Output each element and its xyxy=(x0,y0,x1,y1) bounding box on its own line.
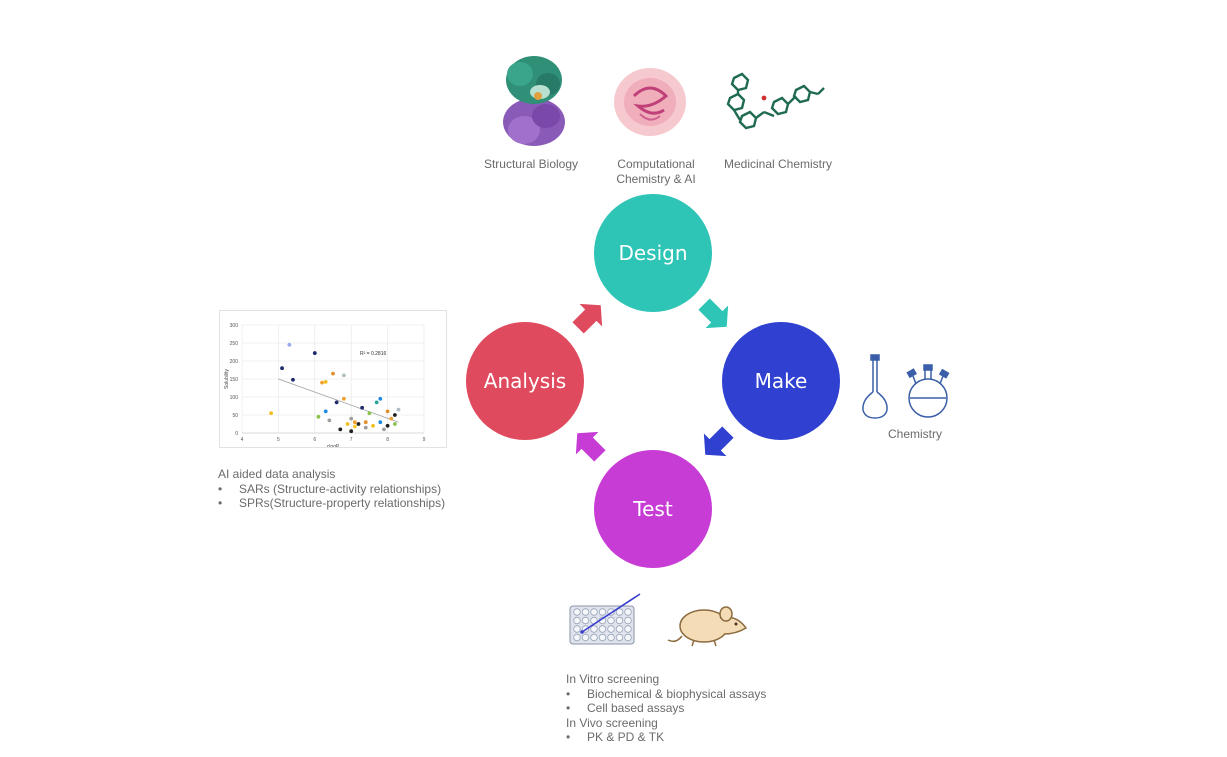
scatter-point xyxy=(385,423,390,428)
scatter-point xyxy=(331,371,335,376)
in-vitro-bullet: Cell based assays xyxy=(566,701,826,716)
in-vitro-heading: In Vitro screening xyxy=(566,672,660,686)
scatter-point xyxy=(312,351,317,355)
x-tick-label: 8 xyxy=(386,437,389,443)
scatter-point xyxy=(392,413,397,417)
medicinal-chemistry-molecule xyxy=(720,72,828,134)
y-tick-label: 250 xyxy=(230,341,239,347)
scatter-point xyxy=(269,411,274,416)
scatter-point xyxy=(334,400,339,405)
y-tick-label: 200 xyxy=(230,359,239,365)
r-squared-annotation: R² = 0.2816 xyxy=(360,351,386,357)
structural-biology-label: Structural Biology xyxy=(483,157,579,171)
y-tick-label: 50 xyxy=(232,413,238,419)
scatter-point xyxy=(378,396,383,401)
scatter-point xyxy=(363,425,368,430)
scatter-point xyxy=(389,416,394,421)
y-tick-label: 150 xyxy=(230,377,239,383)
round-bottom-flask-icon xyxy=(904,364,952,418)
scatter-point xyxy=(349,416,354,421)
scatter-point xyxy=(371,423,375,428)
scatter-point xyxy=(367,411,372,416)
arrow-analysis-to-design xyxy=(572,303,603,334)
medicinal-chemistry-label: Medicinal Chemistry xyxy=(723,157,833,171)
scatter-point xyxy=(363,420,368,425)
scatter-point xyxy=(291,377,295,382)
computational-chemistry-label-line2: Chemistry & AI xyxy=(616,172,696,186)
x-tick-label: 9 xyxy=(423,437,426,443)
well-plate-image xyxy=(568,592,644,648)
scatter-point xyxy=(396,407,401,412)
scatter-point xyxy=(323,379,328,384)
test-notes: In Vitro screening Biochemical & biophys… xyxy=(566,672,826,745)
scatter-point xyxy=(374,400,379,405)
mouse-image xyxy=(664,602,750,648)
in-vivo-heading: In Vivo screening xyxy=(566,715,658,730)
analysis-label: Analysis xyxy=(483,369,567,393)
scatter-point xyxy=(338,427,343,432)
trendline xyxy=(278,378,399,423)
scatter-point xyxy=(352,424,357,429)
analysis-notes-heading: AI aided data analysis xyxy=(218,467,336,481)
scatter-point xyxy=(316,414,321,419)
x-tick-label: 5 xyxy=(277,437,280,443)
scatter-point xyxy=(360,405,365,410)
test-label: Test xyxy=(633,497,673,521)
scatter-point xyxy=(280,366,284,371)
scatter-point xyxy=(385,409,390,414)
computational-chemistry-label-line1: Computational xyxy=(617,157,695,171)
test-node: Test xyxy=(594,450,712,568)
volumetric-flask-icon xyxy=(860,354,890,420)
y-tick-label: 300 xyxy=(230,323,239,329)
x-tick-label: 6 xyxy=(313,437,316,443)
scatter-point xyxy=(349,429,354,434)
arrow-design-to-make xyxy=(698,298,729,329)
make-label: Make xyxy=(754,369,808,393)
scatter-point xyxy=(320,380,324,385)
computational-chemistry-image xyxy=(612,66,688,138)
design-node: Design xyxy=(594,194,712,312)
y-tick-label: 0 xyxy=(235,431,238,437)
y-axis-label: Solubility xyxy=(224,368,230,389)
x-tick-label: 4 xyxy=(241,437,244,443)
scatter-point xyxy=(352,420,357,425)
y-tick-label: 100 xyxy=(230,395,239,401)
analysis-bullet: SPRs(Structure-property relationships) xyxy=(218,496,478,511)
x-tick-label: 7 xyxy=(350,437,353,443)
make-node: Make xyxy=(722,322,840,440)
design-label: Design xyxy=(618,241,688,265)
analysis-node: Analysis xyxy=(466,322,584,440)
scatter-point xyxy=(323,409,328,414)
scatter-point xyxy=(345,422,350,426)
scatter-point xyxy=(378,420,383,425)
scatter-point xyxy=(342,373,346,378)
structural-biology-image xyxy=(498,52,570,148)
scatter-point xyxy=(342,396,346,401)
in-vivo-bullet: PK & PD & TK xyxy=(566,730,826,745)
scatter-point xyxy=(287,342,292,347)
scatter-point xyxy=(327,418,332,423)
arrow-make-to-test xyxy=(703,426,734,457)
scatter-chart-panel: 0 50 100 150 200 250 300 4 5 6 7 8 9 clogP Solubility R… xyxy=(219,310,447,450)
scatter-point xyxy=(356,422,361,426)
analysis-bullet: SARs (Structure-activity relationships) xyxy=(218,482,478,497)
scatter-point xyxy=(392,422,397,426)
x-axis-label: clogP xyxy=(327,444,340,447)
in-vitro-bullet: Biochemical & biophysical assays xyxy=(566,687,826,702)
analysis-notes: AI aided data analysis SARs (Structure-a… xyxy=(218,467,478,511)
chemistry-label: Chemistry xyxy=(887,427,942,441)
scatter-point xyxy=(382,427,386,432)
scatter-chart: 0 50 100 150 200 250 300 4 5 6 7 8 9 clogP Solubility R… xyxy=(224,323,426,450)
arrow-test-to-analysis xyxy=(575,431,606,462)
